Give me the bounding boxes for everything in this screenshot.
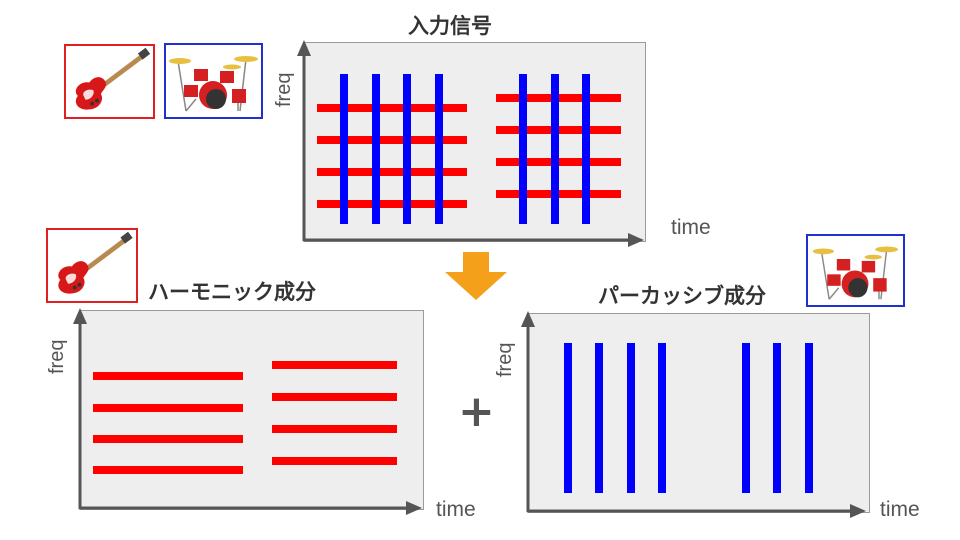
guitar-icon-box: [46, 228, 138, 303]
input-signal-title: 入力信号: [408, 14, 492, 38]
percussive-line: [551, 74, 559, 224]
percussive-line: [595, 343, 603, 493]
percussive-line: [372, 74, 380, 224]
harmonic-line: [93, 404, 243, 412]
harmonic-title: ハーモニック成分: [148, 280, 316, 304]
harmonic-line: [317, 104, 467, 112]
percussive-line: [805, 343, 813, 493]
down-arrow-icon: [445, 252, 507, 300]
harmonic-line: [317, 200, 467, 208]
plus-operator: +: [458, 386, 495, 437]
harmonic-line: [272, 361, 397, 369]
guitar-icon-box: [64, 44, 155, 119]
harmonic-x-label: time: [436, 498, 476, 521]
percussive-line: [658, 343, 666, 493]
drum-kit-icon: [169, 56, 258, 112]
percussive-line: [435, 74, 443, 224]
harmonic-line: [93, 372, 243, 380]
electric-guitar-icon: [75, 47, 151, 110]
percussive-plot: [528, 313, 870, 513]
drum-kit-icon: [812, 246, 899, 300]
percussive-title: パーカッシブ成分: [598, 284, 766, 308]
harmonic-line: [317, 136, 467, 144]
percussive-line: [627, 343, 635, 493]
percussive-line: [340, 74, 348, 224]
percussive-line: [773, 343, 781, 493]
percussive-line: [519, 74, 527, 224]
percussive-line: [742, 343, 750, 493]
drums-icon-box: [164, 43, 263, 119]
percussive-line: [564, 343, 572, 493]
harmonic-line: [272, 425, 397, 433]
harmonic-line: [272, 393, 397, 401]
percussive-y-label: freq: [494, 342, 516, 377]
harmonic-line: [272, 457, 397, 465]
input-x-label: time: [671, 216, 711, 239]
drums-icon-box: [806, 234, 905, 307]
electric-guitar-icon: [58, 231, 133, 294]
percussive-line: [403, 74, 411, 224]
harmonic-line: [317, 168, 467, 176]
harmonic-line: [93, 435, 243, 443]
percussive-x-label: time: [880, 498, 920, 521]
harmonic-line: [93, 466, 243, 474]
percussive-line: [582, 74, 590, 224]
